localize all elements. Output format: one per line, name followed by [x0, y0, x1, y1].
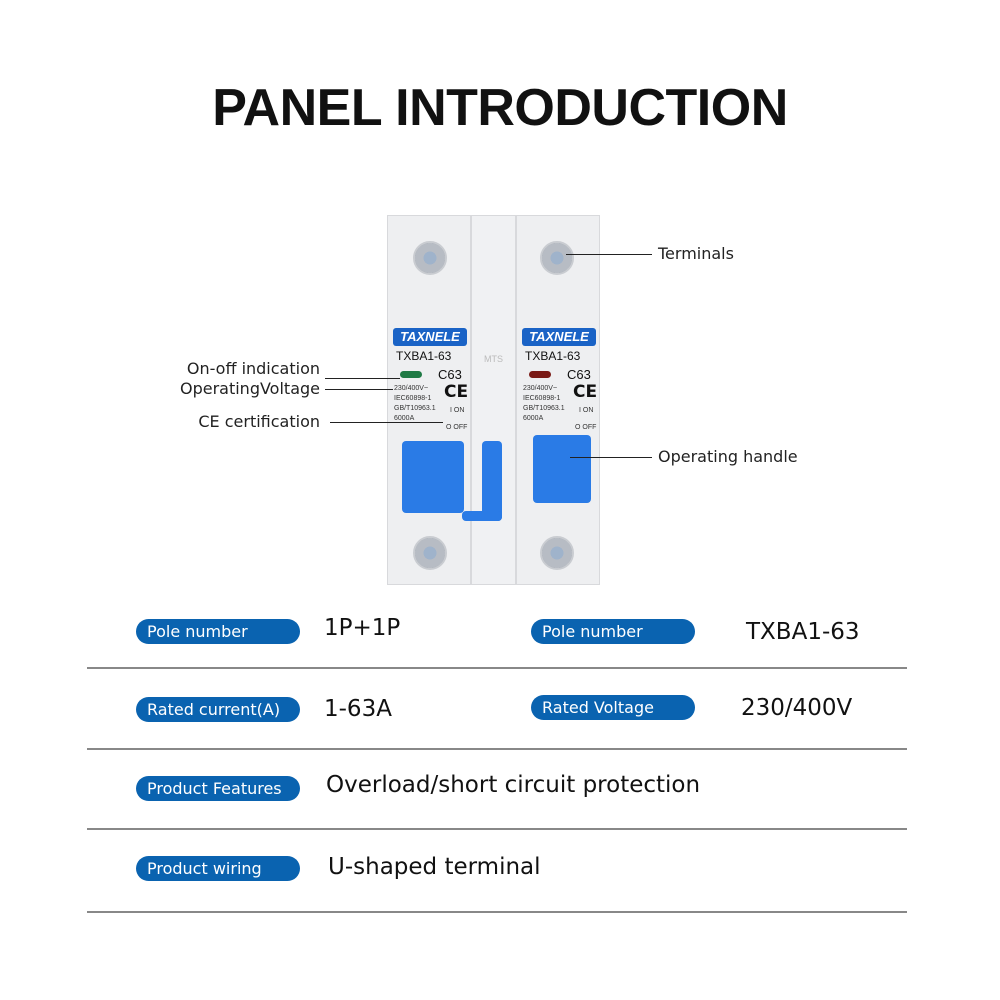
off-label: O OFF — [446, 424, 468, 431]
brand-logo: TAXNELE — [393, 328, 467, 346]
terminal-screw-icon — [413, 536, 447, 570]
annotation-ce: CE certification — [198, 412, 320, 431]
annotation-handle: Operating handle — [658, 447, 798, 466]
divider — [87, 911, 907, 913]
model-label: TXBA1-63 — [525, 349, 581, 363]
brand-logo: TAXNELE — [522, 328, 596, 346]
circuit-breaker-image: TAXNELE TXBA1-63 C63 230/400V~ IEC60898-… — [387, 215, 600, 585]
on-label: I ON — [450, 407, 465, 414]
ce-mark: CE — [573, 382, 598, 402]
spec-text: 230/400V~ IEC60898-1 GB/T10963.1 6000A — [523, 384, 565, 424]
spec-label-pole-number: Pole number — [136, 619, 300, 644]
on-off-led — [400, 371, 422, 378]
spec-line: 6000A — [394, 415, 415, 422]
handle-tie-bar — [462, 511, 502, 521]
spec-line: IEC60898-1 — [394, 395, 432, 402]
rating-label: C63 — [438, 367, 462, 382]
leader-line — [325, 389, 393, 390]
spec-line: 230/400V~ — [523, 385, 558, 392]
spec-line: IEC60898-1 — [523, 395, 561, 402]
leader-line — [570, 457, 652, 458]
spec-label-rated-current: Rated current(A) — [136, 697, 300, 722]
spec-value-features: Overload/short circuit protection — [326, 772, 701, 798]
terminal-screw-icon — [540, 241, 574, 275]
spec-line: GB/T10963.1 — [523, 405, 565, 412]
divider — [87, 748, 907, 750]
spec-line: 6000A — [523, 415, 544, 422]
operating-handle — [402, 441, 464, 513]
spec-label-wiring: Product wiring — [136, 856, 300, 881]
middle-module: MTS — [471, 215, 516, 585]
right-module: TAXNELE TXBA1-63 C63 230/400V~ IEC60898-… — [516, 215, 600, 585]
left-module: TAXNELE TXBA1-63 C63 230/400V~ IEC60898-… — [387, 215, 471, 585]
off-label: O OFF — [575, 424, 597, 431]
middle-label: MTS — [484, 354, 503, 364]
terminal-screw-icon — [540, 536, 574, 570]
annotation-on-off: On-off indication — [186, 359, 320, 378]
leader-line — [330, 422, 443, 423]
spec-value-rated-voltage: 230/400V — [741, 695, 853, 721]
spec-line: 230/400V~ — [394, 385, 429, 392]
spec-value-pole-number: 1P+1P — [324, 615, 401, 641]
annotation-voltage: OperatingVoltage — [179, 379, 320, 398]
handle-link — [482, 441, 502, 521]
ce-mark: CE — [444, 382, 469, 402]
model-label: TXBA1-63 — [396, 349, 452, 363]
divider — [87, 828, 907, 830]
spec-label-rated-voltage: Rated Voltage — [531, 695, 695, 720]
leader-line — [325, 378, 400, 379]
terminal-screw-icon — [413, 241, 447, 275]
spec-value-rated-current: 1-63A — [324, 696, 392, 722]
page-title: PANEL INTRODUCTION — [212, 79, 788, 137]
spec-value-model: TXBA1-63 — [746, 619, 860, 645]
on-off-led — [529, 371, 551, 378]
spec-label-pole-number-2: Pole number — [531, 619, 695, 644]
on-label: I ON — [579, 407, 594, 414]
annotation-terminals: Terminals — [658, 244, 734, 263]
rating-label: C63 — [567, 367, 591, 382]
spec-value-wiring: U-shaped terminal — [328, 854, 541, 880]
spec-line: GB/T10963.1 — [394, 405, 436, 412]
spec-label-features: Product Features — [136, 776, 300, 801]
spec-text: 230/400V~ IEC60898-1 GB/T10963.1 6000A — [394, 384, 436, 424]
operating-handle — [533, 435, 591, 503]
leader-line — [566, 254, 652, 255]
divider — [87, 667, 907, 669]
